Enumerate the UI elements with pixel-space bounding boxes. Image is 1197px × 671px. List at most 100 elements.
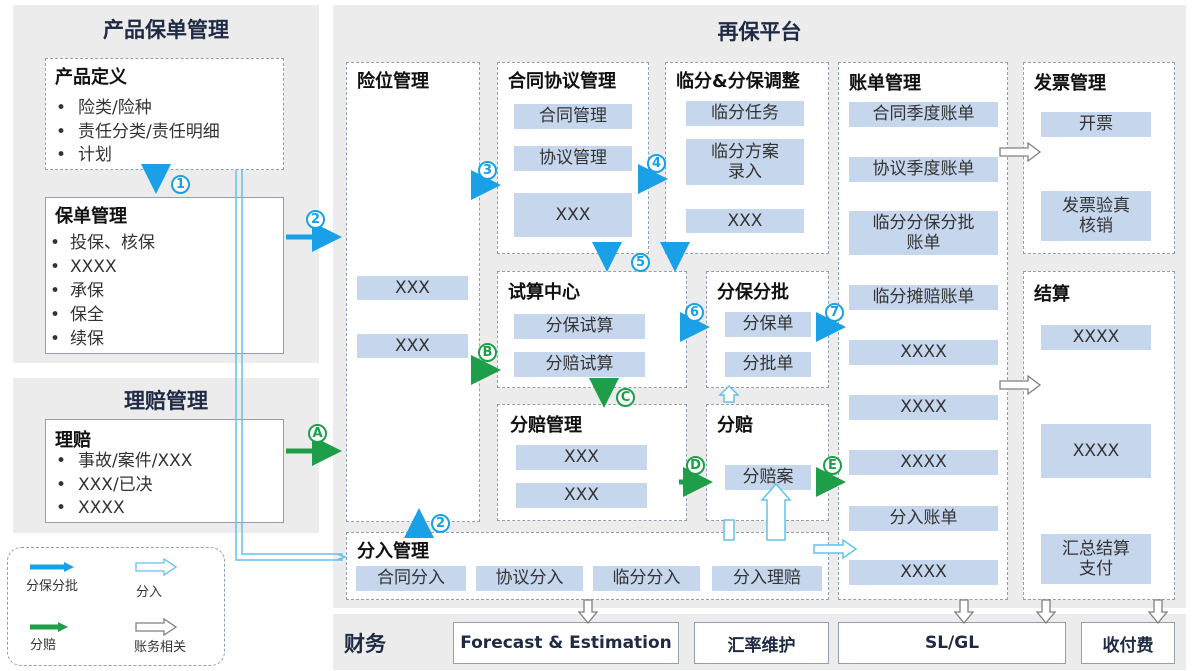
inward-connector	[235, 170, 348, 561]
billing-box: 账单管理 合同季度账单 协议季度账单 临分分保分批 账单 临分摊赔账单 XXXX…	[838, 62, 1008, 600]
product-policy-title: 产品保单管理	[103, 18, 229, 42]
billing-chip-text: 临分分保分批 账单	[872, 212, 975, 253]
inward-agreement-chip: 协议分入	[476, 566, 583, 591]
claims-trial-chip: 分赔试算	[514, 352, 645, 377]
facultative-plan-chip: 临分方案 录入	[686, 139, 804, 185]
legend-cession-label: 分保分批	[26, 579, 79, 594]
recovery-case-chip: 分赔案	[725, 465, 811, 490]
cession-slip-chip: 分保单	[725, 312, 811, 337]
list-item: XXXX	[46, 497, 192, 521]
step-marker-6: 6	[685, 303, 704, 322]
legend: 分保分批 分入 分赔 账务相关	[7, 547, 225, 666]
step-marker-2-inward: 2	[431, 514, 450, 533]
policy-management-title: 保单管理	[55, 206, 127, 227]
policy-management-list: 投保、核保 XXXX 承保 保全 续保	[46, 231, 155, 351]
forecast-estimation-box: Forecast & Estimation	[453, 622, 679, 664]
step-marker-b: B	[478, 343, 497, 362]
list-item: XXX/已决	[46, 474, 192, 498]
contract-agreement-box: 合同协议管理 合同管理 协议管理 XXX	[497, 62, 649, 254]
step-marker-3: 3	[478, 161, 497, 180]
product-definition-box: 产品定义 险类/险种 责任分类/责任明细 计划	[45, 58, 284, 170]
settlement-summary-chip: 汇总结算 支付	[1041, 534, 1151, 584]
legend-accounting-label: 账务相关	[134, 640, 187, 655]
list-item: 投保、核保	[46, 231, 155, 255]
claim-box: 理赔 事故/案件/XXX XXX/已决 XXXX	[45, 419, 284, 523]
inward-facultative-chip: 临分分入	[593, 566, 700, 591]
invoice-title: 发票管理	[1034, 73, 1106, 94]
agreement-management-chip: 协议管理	[514, 146, 632, 171]
step-marker-2: 2	[306, 210, 325, 229]
trial-center-title: 试算中心	[508, 282, 580, 303]
facultative-title: 临分&分保调整	[676, 71, 800, 92]
risk-position-chip: XXX	[357, 276, 468, 300]
invoice-verify-chip: 发票验真 核销	[1041, 191, 1151, 241]
billing-chip: 临分分保分批 账单	[849, 211, 998, 255]
billing-chip: 协议季度账单	[849, 157, 998, 182]
billing-chip: 临分摊赔账单	[849, 285, 998, 310]
list-item: 险类/险种	[46, 97, 220, 121]
facultative-task-chip: 临分任务	[686, 101, 804, 126]
accounting-hollow-arrows	[577, 141, 1169, 625]
sl-gl-box: SL/GL	[838, 622, 1066, 664]
billing-chip: 合同季度账单	[849, 102, 998, 127]
facultative-xxx-chip: XXX	[686, 209, 804, 233]
product-definition-title: 产品定义	[55, 67, 127, 88]
list-item: 保全	[46, 303, 155, 327]
list-item: 续保	[46, 327, 155, 351]
list-item: 计划	[46, 144, 220, 168]
contract-agreement-title: 合同协议管理	[508, 71, 616, 92]
billing-chip: XXXX	[849, 395, 998, 420]
cession-trial-chip: 分保试算	[514, 314, 645, 339]
blue-arrows	[141, 164, 846, 538]
legend-claims-label: 分赔	[30, 638, 57, 653]
step-marker-a: A	[308, 424, 327, 443]
claim-allocation-chip: XXX	[516, 445, 647, 470]
product-definition-list: 险类/险种 责任分类/责任明细 计划	[46, 97, 220, 168]
billing-chip: XXXX	[849, 560, 998, 585]
claims-title: 理赔管理	[124, 389, 208, 413]
settlement-title: 结算	[1034, 284, 1070, 305]
cession-batch-title: 分保分批	[717, 282, 789, 303]
green-arrows	[286, 355, 846, 497]
claim-list: 事故/案件/XXX XXX/已决 XXXX	[46, 450, 192, 521]
claim-title: 理赔	[55, 430, 91, 451]
list-item: 承保	[46, 279, 155, 303]
payment-box: 收付费	[1081, 622, 1175, 664]
batch-slip-chip: 分批单	[725, 352, 811, 377]
policy-management-box: 保单管理 投保、核保 XXXX 承保 保全 续保	[45, 197, 284, 354]
claim-allocation-box: 分赔管理 XXX XXX	[497, 404, 687, 521]
contract-xxx-chip: XXX	[514, 193, 632, 237]
list-item: XXXX	[46, 255, 155, 279]
risk-position-title: 险位管理	[357, 71, 429, 92]
inward-claims-chip: 分入理赔	[712, 566, 822, 591]
claim-allocation-title: 分赔管理	[510, 415, 582, 436]
exchange-rate-box: 汇率维护	[694, 622, 829, 664]
contract-management-chip: 合同管理	[514, 104, 632, 129]
cession-batch-box: 分保分批 分保单 分批单	[706, 271, 829, 388]
invoice-verify-text: 发票验真 核销	[1062, 195, 1130, 236]
settlement-chip: XXXX	[1041, 424, 1151, 478]
finance-title: 财务	[344, 632, 386, 656]
recovery-title: 分赔	[717, 415, 753, 436]
step-marker-1: 1	[171, 175, 190, 194]
step-marker-5: 5	[631, 253, 650, 272]
settlement-summary-text: 汇总结算 支付	[1062, 538, 1130, 579]
billing-chip: 分入账单	[849, 506, 998, 531]
reinsurance-title: 再保平台	[717, 20, 802, 44]
step-marker-e: E	[823, 456, 842, 475]
risk-position-box: 险位管理 XXX XXX	[346, 62, 480, 522]
step-marker-d: D	[686, 456, 705, 475]
invoice-box: 发票管理 开票 发票验真 核销	[1023, 62, 1175, 254]
settlement-box: 结算 XXXX XXXX 汇总结算 支付	[1023, 271, 1175, 600]
settlement-chip: XXXX	[1041, 325, 1151, 350]
inward-title: 分入管理	[357, 541, 429, 562]
billing-title: 账单管理	[849, 73, 921, 94]
trial-center-box: 试算中心 分保试算 分赔试算	[497, 271, 687, 388]
step-marker-7: 7	[825, 303, 844, 322]
facultative-plan-text: 临分方案 录入	[711, 141, 779, 182]
legend-swatches	[30, 557, 178, 637]
step-marker-4: 4	[647, 154, 666, 173]
list-item: 事故/案件/XXX	[46, 450, 192, 474]
facultative-box: 临分&分保调整 临分任务 临分方案 录入 XXX	[665, 62, 829, 254]
